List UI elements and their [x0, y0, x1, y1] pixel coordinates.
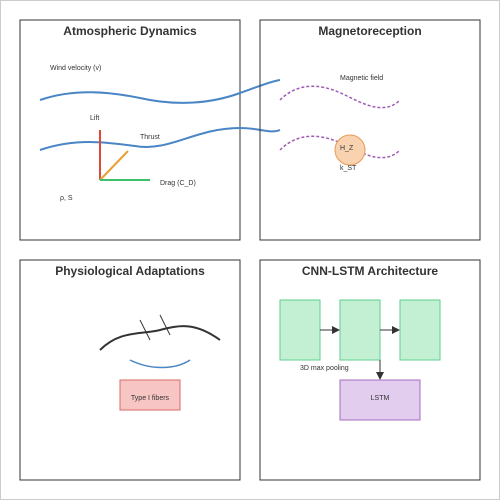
panel-magnetoreception: Magnetoreception Magnetic field H_Z k_ST — [259, 19, 481, 241]
cnn-layer-3 — [399, 299, 441, 361]
wind-streamline-upper — [39, 79, 281, 104]
magnetic-field-line-upper — [279, 85, 401, 109]
lift-label: Lift — [90, 115, 99, 122]
lstm-block — [339, 379, 421, 421]
panel-frame — [259, 259, 481, 481]
lstm-label: LSTM — [371, 395, 390, 402]
drag-label: Drag (C_D) — [160, 180, 196, 187]
panel-title: Physiological Adaptations — [55, 264, 205, 278]
type-i-fibers-label: Type I fibers — [131, 395, 170, 402]
panel-title: Atmospheric Dynamics — [63, 24, 197, 38]
panel-frame — [19, 259, 241, 481]
wing-joint-mark — [159, 314, 171, 336]
cnn-layer-1 — [279, 299, 321, 361]
density-area-label: ρ, S — [60, 195, 73, 202]
magnetoreceptor-cell — [334, 134, 366, 166]
thrust-vector — [99, 150, 129, 181]
panel-title: CNN-LSTM Architecture — [302, 264, 439, 278]
panel-title: Magnetoreception — [318, 24, 421, 38]
hz-label: H_Z — [340, 145, 354, 152]
wind-velocity-label: Wind velocity (v) — [50, 65, 101, 72]
type-i-fibers-block — [119, 379, 181, 411]
kst-label: k_ST — [340, 165, 357, 172]
panel-frame — [259, 19, 481, 241]
panel-atmospheric-dynamics: Atmospheric Dynamics Wind velocity (v) L… — [19, 19, 281, 241]
max-pooling-label: 3D max pooling — [300, 365, 349, 372]
thrust-label: Thrust — [140, 134, 160, 141]
cnn-layer-2 — [339, 299, 381, 361]
panel-physiological-adaptations: Physiological Adaptations Type I fibers — [19, 259, 241, 481]
wing-outline — [99, 325, 221, 351]
panel-cnn-lstm-architecture: CNN-LSTM Architecture 3D max pooling LST… — [259, 259, 481, 481]
wing-curve — [129, 359, 191, 369]
wing-joint-mark — [139, 319, 151, 341]
magnetic-field-label: Magnetic field — [340, 75, 383, 82]
panel-frame — [19, 19, 241, 241]
